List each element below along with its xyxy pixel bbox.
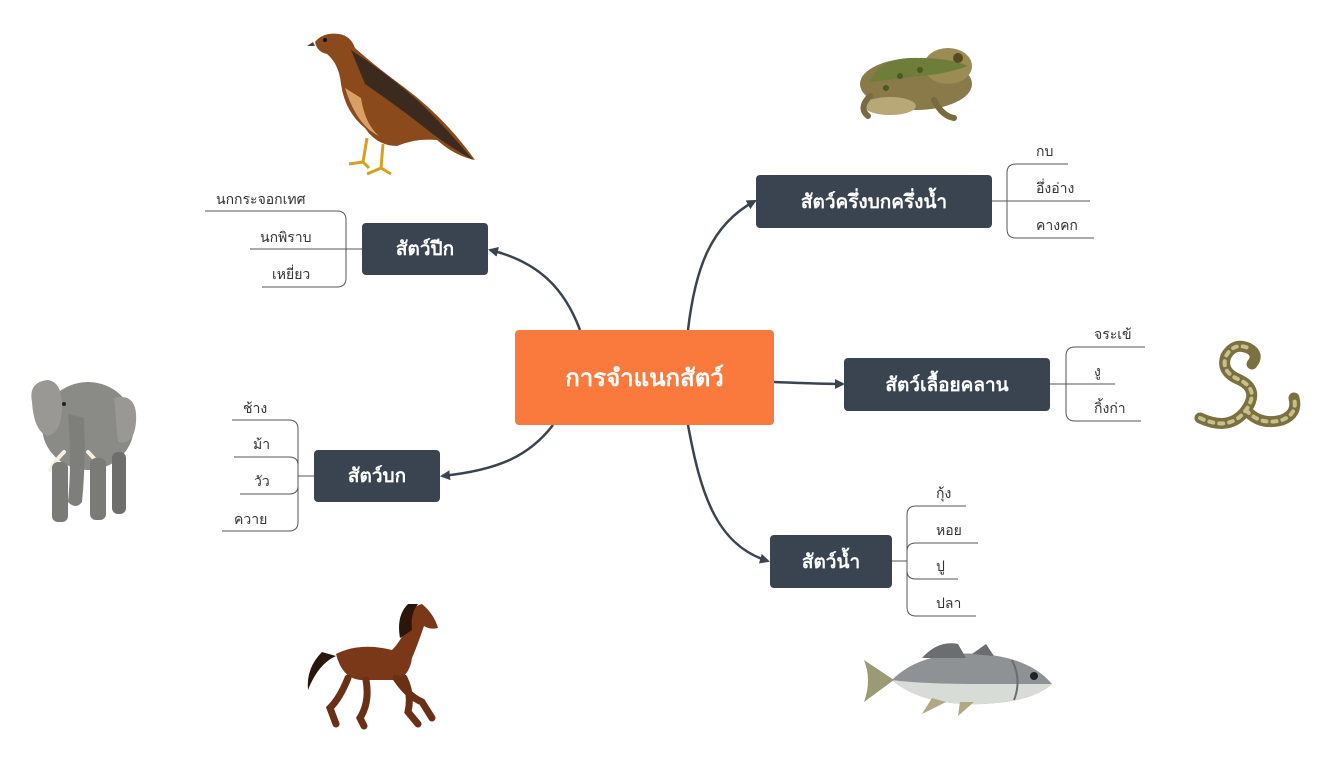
leaf-toad[interactable]: คางคก [1036, 218, 1078, 234]
category-birds-label: สัตว์ปีก [395, 238, 455, 260]
fish-image [864, 643, 1052, 716]
leaf-snake[interactable]: งู [1094, 364, 1101, 380]
connector-birds [488, 247, 582, 331]
leaf-bullfrog[interactable]: อึ่งอ่าง [1036, 181, 1075, 197]
leaves-amphibians-lines [992, 163, 1094, 239]
central-topic[interactable]: การจำแนกสัตว์ [515, 330, 774, 425]
category-aquatic-label: สัตว์น้ำ [801, 550, 861, 573]
leaf-shell[interactable]: หอย [936, 523, 962, 539]
leaf-pigeon[interactable]: นกพิราบ [260, 230, 312, 246]
category-land[interactable]: สัตว์บก [314, 450, 440, 502]
central-topic-label: การจำแนกสัตว์ [565, 364, 724, 392]
leaf-frog[interactable]: กบ [1036, 144, 1054, 160]
leaf-elephant[interactable]: ช้าง [243, 401, 268, 417]
leaf-crocodile[interactable]: จระเข้ [1094, 327, 1132, 343]
connector-amphibians [686, 199, 757, 331]
category-birds[interactable]: สัตว์ปีก [362, 223, 488, 275]
leaves-land-lines [222, 419, 314, 532]
connector-reptiles [773, 378, 845, 389]
frog-image [860, 48, 972, 121]
category-aquatic[interactable]: สัตว์น้ำ [770, 535, 892, 588]
leaf-fish[interactable]: ปลา [936, 596, 962, 612]
leaf-cow[interactable]: วัว [254, 474, 270, 490]
category-amphibians[interactable]: สัตว์ครึ่งบกครึ่งน้ำ [756, 175, 992, 228]
leaf-lizard[interactable]: กิ้งก่า [1094, 401, 1126, 417]
leaf-shrimp[interactable]: กุ้ง [936, 486, 952, 502]
hawk-image [307, 33, 475, 176]
snake-image [1194, 340, 1301, 429]
category-reptiles-label: สัตว์เลื้อยคลาน [885, 373, 1009, 396]
leaf-buffalo[interactable]: ควาย [234, 512, 268, 528]
leaf-ostrich[interactable]: นกกระจอกเทศ [216, 192, 306, 208]
elephant-image [31, 380, 137, 522]
horse-image [307, 604, 438, 730]
connector-aquatic [686, 424, 770, 564]
leaf-horse[interactable]: ม้า [253, 437, 271, 453]
leaf-crab[interactable]: ปู [936, 559, 945, 575]
category-amphibians-label: สัตว์ครึ่งบกครึ่งน้ำ [800, 190, 948, 213]
category-reptiles[interactable]: สัตว์เลื้อยคลาน [844, 358, 1050, 411]
leaves-birds-lines [205, 210, 362, 288]
leaves-reptiles-lines [1050, 346, 1145, 422]
leaf-hawk[interactable]: เหยี่ยว [272, 267, 311, 283]
connector-land [440, 424, 554, 481]
category-land-label: สัตว์บก [347, 465, 407, 487]
leaves-aquatic-lines [892, 505, 978, 617]
